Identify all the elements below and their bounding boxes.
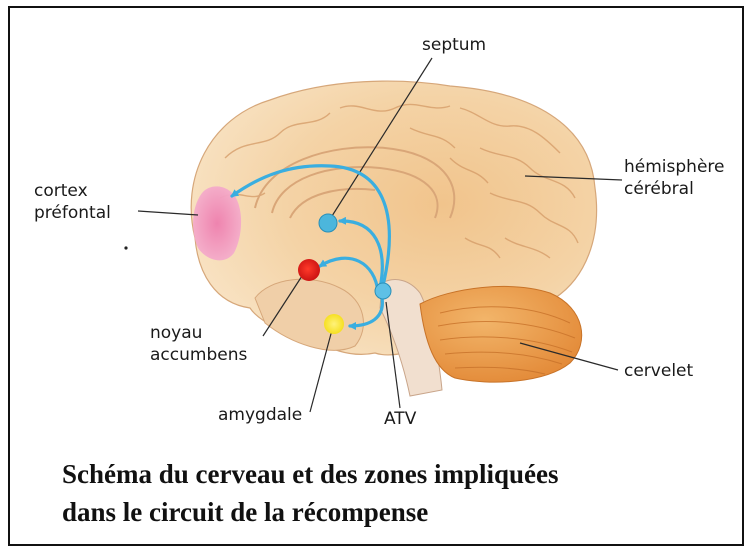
label-hemisphere-line2: cérébral: [624, 178, 724, 200]
atv-nucleus: [375, 283, 391, 299]
label-atv: ATV: [384, 408, 416, 430]
stray-dot: [124, 246, 127, 249]
label-cervelet: cervelet: [624, 360, 693, 382]
prefrontal-cortex-region: [193, 186, 241, 260]
leader-cortex: [138, 211, 198, 215]
figure-caption: Schéma du cerveau et des zones impliquée…: [62, 455, 742, 531]
figure-frame: septum cortex préfontal hémisphère céréb…: [8, 6, 744, 546]
label-noyau-accumbens: noyau accumbens: [150, 322, 247, 366]
label-cortex-line2: préfontal: [34, 202, 111, 224]
label-noyau-line1: noyau: [150, 322, 247, 344]
caption-line2: dans le circuit de la récompense: [62, 493, 742, 531]
caption-line1: Schéma du cerveau et des zones impliquée…: [62, 455, 742, 493]
label-hemisphere: hémisphère cérébral: [624, 156, 724, 200]
label-hemisphere-line1: hémisphère: [624, 156, 724, 178]
label-septum: septum: [422, 34, 486, 56]
label-noyau-line2: accumbens: [150, 344, 247, 366]
cerebellum-shape: [420, 287, 582, 383]
brain-diagram: [10, 8, 746, 448]
amygdale-nucleus: [324, 314, 344, 334]
label-cortex-line1: cortex: [34, 180, 111, 202]
label-cortex-prefrontal: cortex préfontal: [34, 180, 111, 224]
label-amygdale: amygdale: [218, 404, 302, 426]
septum-nucleus: [319, 214, 337, 232]
noyau-accumbens-nucleus: [298, 259, 320, 281]
